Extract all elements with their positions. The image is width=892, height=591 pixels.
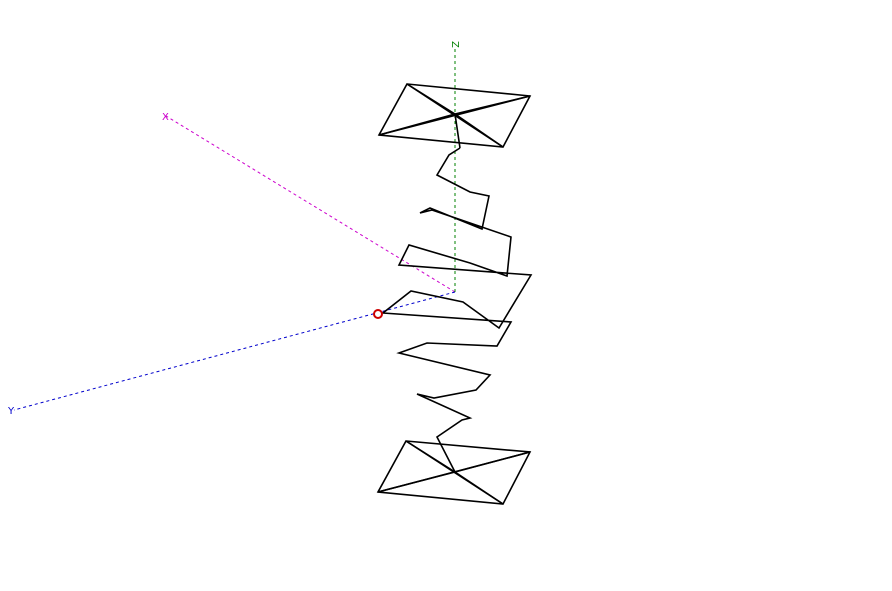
x-axis-label: X bbox=[162, 112, 169, 123]
bottom-plate[interactable] bbox=[376, 440, 532, 505]
z-axis-label: Z bbox=[449, 41, 460, 48]
helix-member[interactable] bbox=[380, 147, 533, 473]
axes: X Y Z bbox=[7, 41, 460, 417]
bottom-plate-spoke-2 bbox=[454, 451, 531, 473]
top-plate-spoke-1 bbox=[406, 83, 456, 115]
bottom-plate-spoke-4 bbox=[377, 471, 456, 493]
top-plate-spoke-4 bbox=[378, 113, 456, 136]
y-axis-label: Y bbox=[7, 406, 15, 417]
top-plate-spoke-2 bbox=[454, 95, 531, 115]
top-plate-stub bbox=[454, 113, 461, 149]
x-axis-line bbox=[165, 115, 456, 293]
selected-point-marker[interactable] bbox=[373, 309, 383, 319]
y-axis-line bbox=[13, 291, 456, 411]
top-plate-spoke-3 bbox=[454, 113, 504, 148]
top-plate[interactable] bbox=[377, 83, 532, 149]
bottom-plate-spoke-1 bbox=[405, 440, 456, 473]
bottom-plate-spoke-3 bbox=[454, 471, 504, 505]
